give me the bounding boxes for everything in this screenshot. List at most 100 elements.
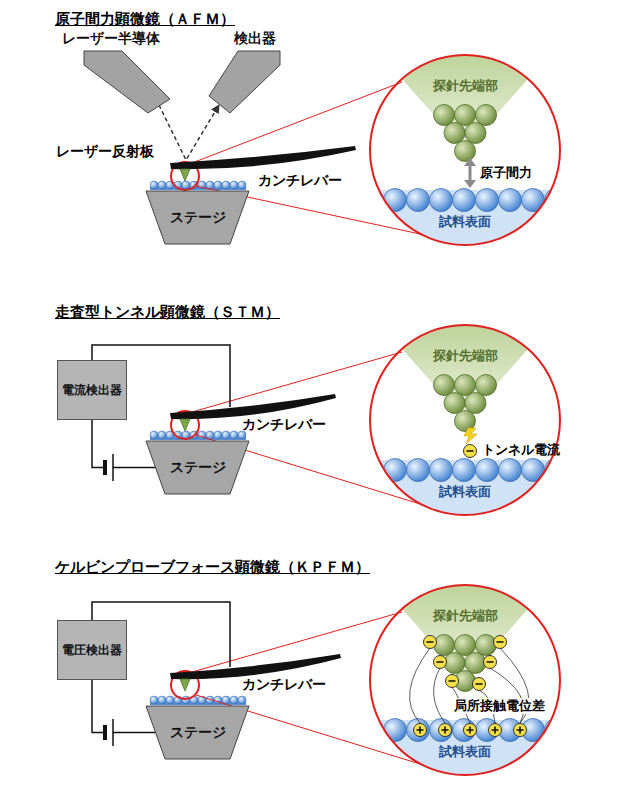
sample-atom [182,181,190,189]
part-label: 探針先端部 [433,608,498,624]
tip-atom [476,105,497,126]
surface-atom [430,459,453,482]
charge-sign [487,661,494,663]
tip-atom [455,141,476,162]
field-line [410,648,430,723]
surface-atom [384,189,407,212]
sample-atom [214,431,222,439]
part-label: 試料表面 [439,744,491,760]
charge-symbol [439,724,452,737]
tip-atom [434,375,455,396]
surface-atom [453,459,476,482]
charge-sign [467,450,474,452]
sample-atom [166,696,174,704]
charge-sign [469,727,471,734]
tip-atom [455,105,476,126]
sample-atom [150,431,158,439]
node-label: ステージ [145,440,250,495]
sample-atom [206,431,214,439]
tip-atom [434,105,455,126]
sample-atom [150,181,158,189]
node-label: 検出器 [208,30,284,48]
unit-body [209,51,280,113]
zoom-content [360,575,570,790]
sample-atom [238,431,246,439]
node-label: レーザー半導体 [62,30,174,48]
panel-title: 原子間力顕微鏡（ＡＦＭ） [55,10,235,28]
tip-atom [444,123,465,144]
charge-symbol [464,445,477,458]
probe-tip [180,169,190,691]
sample-atom [214,181,222,189]
surface-atom [499,189,522,212]
charge-symbol [494,636,507,649]
part-label: カンチレバー [258,172,342,189]
charge-sign [476,683,483,685]
tip-atom [455,375,476,396]
node-label: 電圧検出器 [58,621,126,679]
surface-atom [407,719,430,742]
tip-atom [434,635,455,656]
sample-atom [206,181,214,189]
tip-atom [476,375,497,396]
panel-title: 走査型トンネル顕微鏡（ＳＴＭ） [55,303,280,321]
part-label: レーザー反射板 [56,143,154,160]
stage-body [146,706,249,759]
probe-cone [372,315,558,420]
wire [92,420,155,468]
sample-atom [158,181,166,189]
charge-symbol [514,724,527,737]
sample-atom [222,181,230,189]
sample-atom [238,181,246,189]
probe-cone [372,45,558,150]
force-arrow [464,180,476,188]
charge-symbol [464,724,477,737]
sample-atom [222,431,230,439]
field-line [490,668,524,723]
part-label: カンチレバー [242,416,326,433]
charge-symbol [414,724,427,737]
force-arrow [464,158,476,166]
part-label: 探針先端部 [433,78,498,94]
sample-atom [238,696,246,704]
sample-atom [230,696,238,704]
surface-atom [384,459,407,482]
charge-sign [449,680,456,682]
sample-atom [182,696,190,704]
surface-atom [453,719,476,742]
sample-atom [150,696,158,704]
charge-sign [427,641,434,643]
charge-symbol [424,636,437,649]
charge-sign [444,727,446,734]
sample-atom [158,431,166,439]
surface-atom [545,719,568,742]
charge-symbol [489,724,502,737]
surface-atom [545,189,568,212]
sample-atom [230,431,238,439]
charge-symbol [434,656,447,669]
battery-symbol [104,454,113,746]
stage-block: ステージ [145,440,250,495]
tip-atom [444,653,465,674]
stage-body [146,191,249,244]
node-label: ステージ [145,190,250,245]
surface-atom [453,189,476,212]
probe-cone [372,575,558,680]
laser-beam [159,105,219,160]
surface-atom [499,459,522,482]
detector-box: 電圧検出器 [57,620,127,680]
wire [92,680,155,733]
stage-body [146,441,249,494]
charge-symbol [446,675,459,688]
sample-atom [158,696,166,704]
magnified-view [360,45,570,790]
surface-atom [430,189,453,212]
surface-atom [476,189,499,212]
part-label: カンチレバー [242,676,326,693]
charge-sign [437,661,444,663]
surface-atom [476,459,499,482]
panel-title: ケルビンプローブフォース顕微鏡（ＫＰＦＭ） [55,558,370,576]
charge-sign [497,641,504,643]
tip-atom [444,393,465,414]
tip-atom [455,635,476,656]
